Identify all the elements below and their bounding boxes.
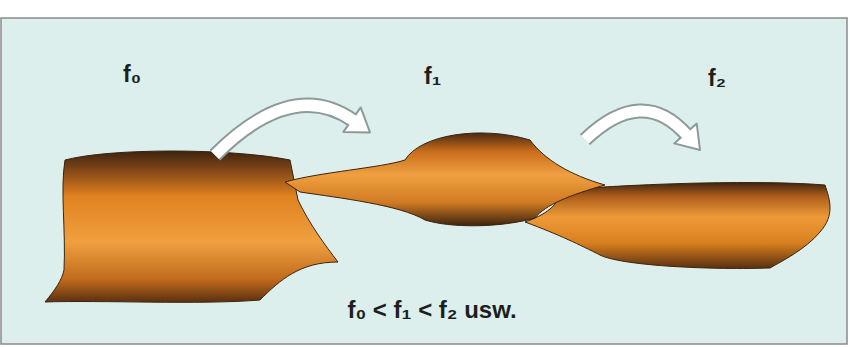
friction-label: f₀ xyxy=(123,61,141,88)
relation-note: f₀ < f₁ < f₂ usw. xyxy=(347,296,516,324)
friction-label: f₁ xyxy=(424,63,441,90)
fragment-label-box: f₁ xyxy=(370,55,585,145)
fragment-label-box: f₂ xyxy=(700,55,760,155)
friction-label: f₂ xyxy=(708,65,726,92)
curved-arrow xyxy=(585,111,700,150)
fragment-shape xyxy=(45,151,338,302)
fragment-shape xyxy=(285,133,605,226)
fragment-label-box: f₀ xyxy=(95,55,215,165)
curved-arrow xyxy=(215,105,370,155)
